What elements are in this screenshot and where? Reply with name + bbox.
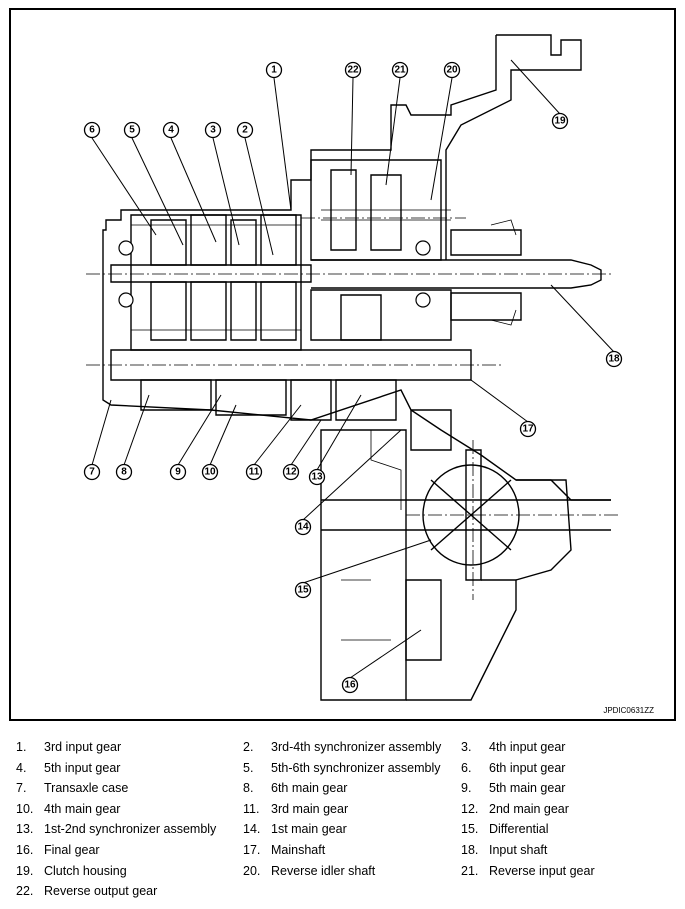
callout-7: 7 [83, 463, 101, 481]
input-shaft-outline [110, 264, 312, 283]
callout-22: 22 [344, 61, 362, 79]
svg-text:22: 22 [347, 65, 359, 76]
callout-2: 2 [236, 121, 254, 139]
svg-text:7: 7 [89, 467, 95, 478]
callout-20: 20 [443, 61, 461, 79]
callout-16: 16 [341, 676, 359, 694]
svg-text:11: 11 [249, 467, 260, 478]
callout-4: 4 [162, 121, 180, 139]
svg-text:1: 1 [271, 65, 277, 76]
callout-18: 18 [605, 350, 623, 368]
transaxle-cross-section-figure: 1 2 3 4 5 6 7 8 9 10 11 12 13 14 15 16 1… [9, 8, 676, 721]
svg-text:9: 9 [175, 467, 181, 478]
svg-text:2: 2 [242, 125, 248, 136]
svg-text:12: 12 [285, 467, 297, 478]
callout-17: 17 [519, 420, 537, 438]
svg-text:16: 16 [344, 680, 356, 691]
callout-3: 3 [204, 121, 222, 139]
svg-text:18: 18 [608, 354, 620, 365]
callout-11: 11 [245, 463, 263, 481]
svg-text:19: 19 [554, 116, 566, 127]
figure-code: JPDIC0631ZZ [603, 706, 654, 715]
final-gear-outline [405, 579, 442, 661]
svg-text:6: 6 [89, 125, 95, 136]
callout-6: 6 [83, 121, 101, 139]
svg-text:20: 20 [446, 65, 458, 76]
svg-text:3: 3 [210, 125, 216, 136]
svg-text:21: 21 [394, 65, 406, 76]
parts-legend: 1.3rd input gear 2.3rd-4th synchronizer … [16, 740, 595, 898]
callout-12: 12 [282, 463, 300, 481]
svg-text:4: 4 [168, 125, 174, 136]
svg-text:14: 14 [297, 522, 309, 533]
leader-lines [91, 59, 615, 679]
svg-text:17: 17 [522, 424, 534, 435]
callout-19: 19 [551, 112, 569, 130]
callout-8: 8 [115, 463, 133, 481]
callout-13: 13 [308, 468, 326, 486]
clutch-housing-outline [102, 35, 611, 501]
callout-14: 14 [294, 518, 312, 536]
svg-text:10: 10 [204, 467, 216, 478]
callout-5: 5 [123, 121, 141, 139]
callout-21: 21 [391, 61, 409, 79]
callout-10: 10 [201, 463, 219, 481]
callout-9: 9 [169, 463, 187, 481]
svg-text:13: 13 [311, 472, 323, 483]
svg-text:5: 5 [129, 125, 135, 136]
svg-text:15: 15 [297, 585, 309, 596]
svg-text:8: 8 [121, 467, 127, 478]
callout-15: 15 [294, 581, 312, 599]
transaxle-drawing: 1 2 3 4 5 6 7 8 9 10 11 12 13 14 15 16 1… [83, 34, 623, 701]
callout-1: 1 [265, 61, 283, 79]
